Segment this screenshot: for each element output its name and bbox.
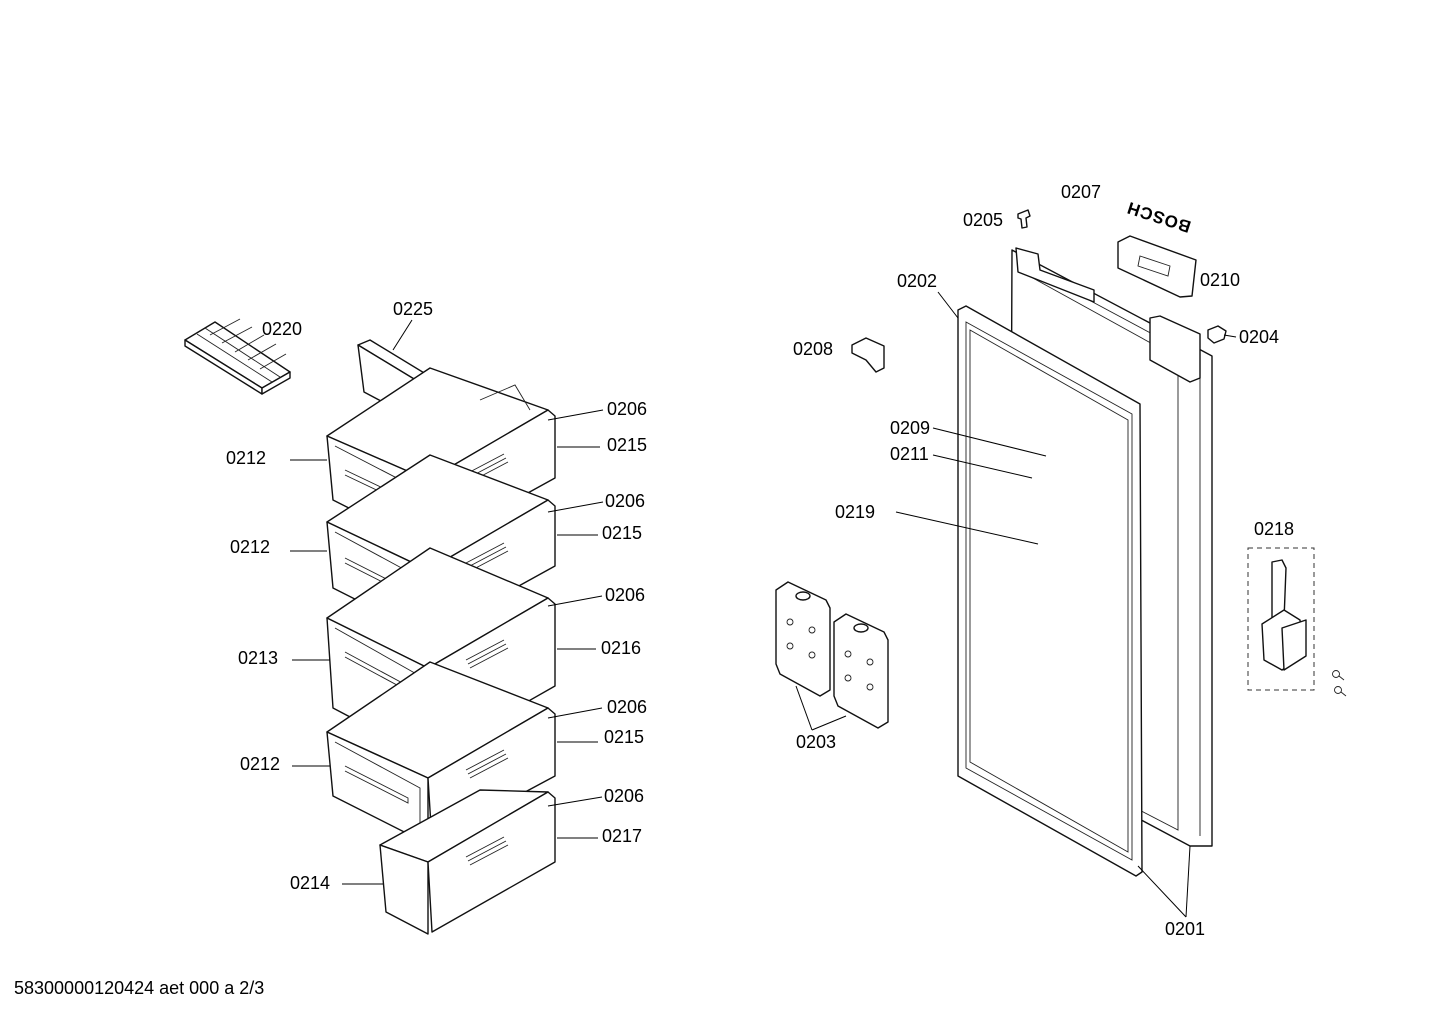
callout-0207: 0207 — [1061, 182, 1101, 202]
callout-0210: 0210 — [1200, 270, 1240, 290]
cold-pack-1 — [775, 581, 831, 697]
clip-part — [851, 337, 885, 373]
callout-0216: 0216 — [601, 638, 641, 658]
callout-0206: 0206 — [605, 491, 645, 511]
freezer-drawer-5 — [379, 789, 556, 935]
callout-0220: 0220 — [262, 319, 302, 339]
callout-0206: 0206 — [607, 697, 647, 717]
callout-0213: 0213 — [238, 648, 278, 668]
callout-0208: 0208 — [793, 339, 833, 359]
callout-0202: 0202 — [897, 271, 937, 291]
callout-0212: 0212 — [226, 448, 266, 468]
hinge-cap-part — [1207, 325, 1227, 344]
handle-kit — [1247, 547, 1347, 697]
cold-pack-2 — [833, 613, 889, 729]
callout-0215: 0215 — [604, 727, 644, 747]
callout-0211: 0211 — [890, 444, 929, 464]
leader-lines — [290, 291, 1237, 918]
callout-0203: 0203 — [796, 732, 836, 752]
hinge-pin-part — [1017, 209, 1031, 229]
callout-0218: 0218 — [1254, 519, 1294, 539]
callout-0215: 0215 — [607, 435, 647, 455]
callout-0201: 0201 — [1165, 919, 1205, 939]
door-cover-part — [1117, 235, 1197, 298]
callout-0206: 0206 — [607, 399, 647, 419]
callout-0209: 0209 — [890, 418, 930, 438]
document-id: 58300000120424 aet 000 a 2/3 — [14, 978, 265, 998]
callout-0205: 0205 — [963, 210, 1003, 230]
callout-0206: 0206 — [605, 585, 645, 605]
callout-0214: 0214 — [290, 873, 330, 893]
brand-logo: BOSCH — [1124, 198, 1193, 237]
callout-0225: 0225 — [393, 299, 433, 319]
callout-0212: 0212 — [240, 754, 280, 774]
ice-cube-tray — [184, 318, 291, 395]
callout-0212: 0212 — [230, 537, 270, 557]
callout-0204: 0204 — [1239, 327, 1279, 347]
callout-0215: 0215 — [602, 523, 642, 543]
callout-labels: 0220 0225 0206 0215 0212 0206 0215 0212 … — [226, 182, 1294, 939]
callout-0217: 0217 — [602, 826, 642, 846]
callout-0219: 0219 — [835, 502, 875, 522]
door-gasket — [957, 305, 1143, 877]
callout-0206: 0206 — [604, 786, 644, 806]
